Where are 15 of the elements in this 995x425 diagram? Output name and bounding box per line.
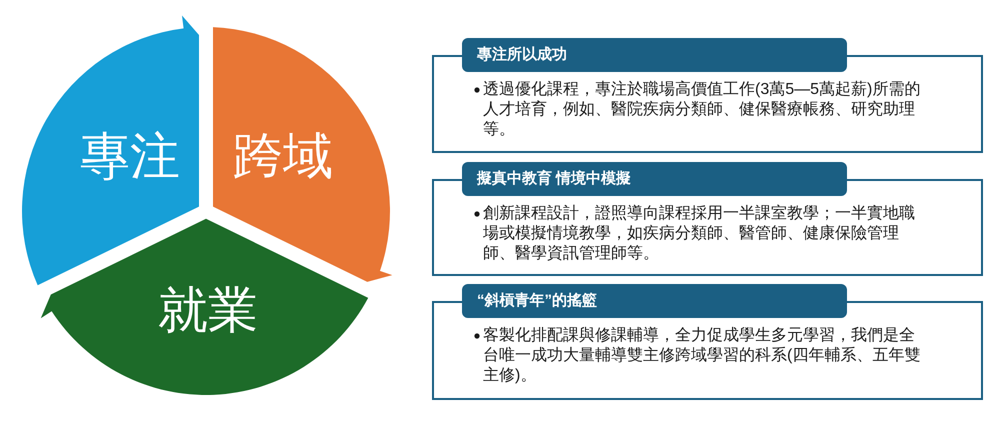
segment-label: 就業 [158,282,258,338]
cycle-arrow-segment [22,15,200,286]
panel-heading: 擬真中教育 情境中模擬 [462,162,847,196]
panel-heading: “斜槓青年”的搖籃 [462,284,847,318]
cycle-arrow-segment [40,218,369,396]
info-panel [432,284,983,400]
cycle-arrow-segment [213,27,394,283]
panel-text: 客製化排配課與修課輔導，全力促成學生多元學習，我們是全台唯一成功大量輔導雙主修跨域學習的科系(四年輔系、五年雙主修)。 [483,326,922,386]
panel-text: 透過優化課程，專注於職場高價值工作(3萬5—5萬起薪)所需的人才培育，例如、醫院疾病分類師、健保醫療帳務、研究助理等。 [483,80,922,140]
info-panel [432,162,983,276]
panel-text: 創新課程設計，證照導向課程採用一半課室教學；一半實地職場或模擬情境教學，如疾病分類師、醫管師、健康保險管理師、醫學資訊管理師等。 [483,204,916,264]
segment-label: 跨域 [233,128,333,184]
segment-label: 專注 [80,128,180,184]
info-panel [432,38,983,153]
panel-heading: 專注所以成功 [462,38,847,72]
